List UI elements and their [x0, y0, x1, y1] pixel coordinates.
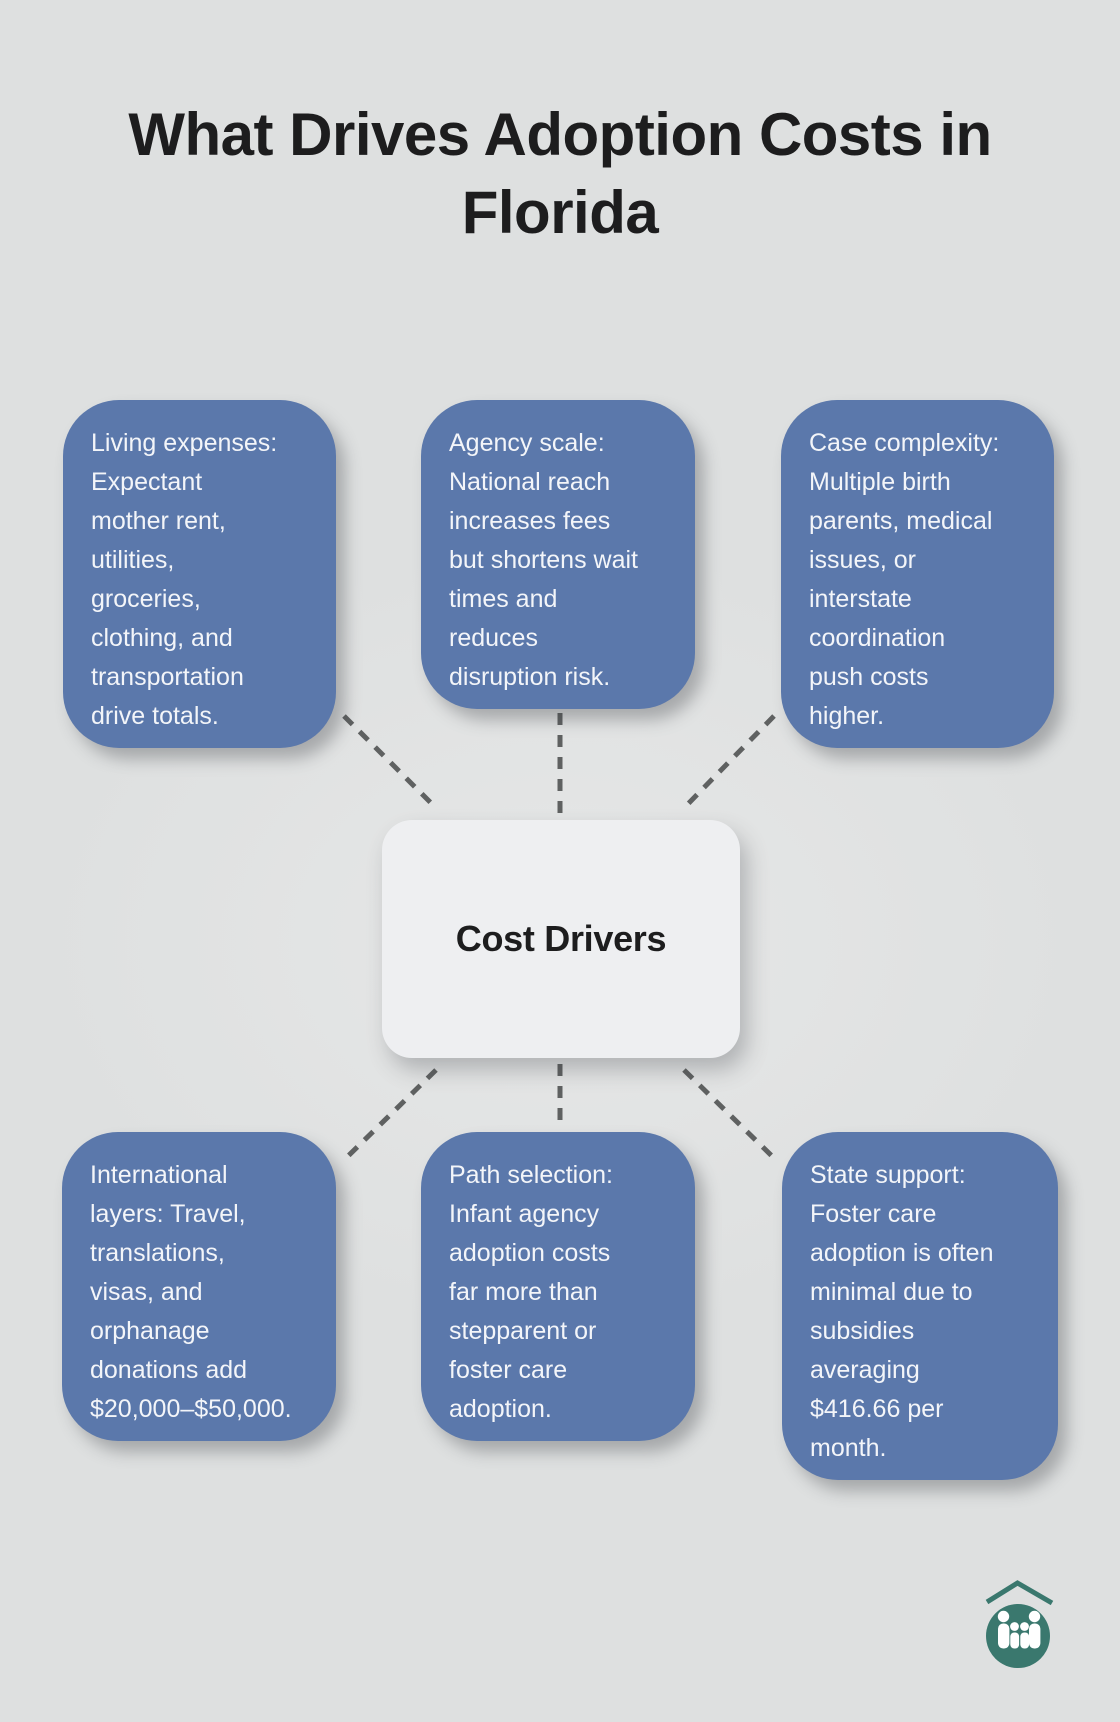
node-state-support-text: State support: Foster care adoption is o… [810, 1161, 994, 1462]
roof-icon [985, 1580, 1054, 1606]
connector-top-right [682, 714, 776, 810]
node-agency-scale: Agency scale: National reach increases f… [421, 400, 695, 709]
node-international-layers: International layers: Travel, translatio… [62, 1132, 336, 1441]
family-under-roof-icon [985, 1580, 1054, 1668]
node-state-support: State support: Foster care adoption is o… [782, 1132, 1058, 1480]
node-agency-scale-text: Agency scale: National reach increases f… [449, 429, 638, 691]
node-path-selection: Path selection: Infant agency adoption c… [421, 1132, 695, 1441]
node-case-complexity-text: Case complexity: Multiple birth parents,… [809, 429, 1000, 730]
node-living-expenses: Living expenses: Expectant mother rent, … [63, 400, 336, 748]
node-international-layers-text: International layers: Travel, translatio… [90, 1161, 292, 1423]
center-node-cost-drivers: Cost Drivers [382, 820, 740, 1058]
node-path-selection-text: Path selection: Infant agency adoption c… [449, 1161, 613, 1423]
node-case-complexity: Case complexity: Multiple birth parents,… [781, 400, 1054, 748]
node-living-expenses-text: Living expenses: Expectant mother rent, … [91, 429, 278, 730]
family-figures-icon [997, 1610, 1041, 1649]
page-title: What Drives Adoption Costs in Florida [128, 101, 992, 246]
center-node-label: Cost Drivers [455, 918, 667, 959]
connector-bottom-right [682, 1068, 778, 1162]
connector-top-left [342, 714, 438, 810]
